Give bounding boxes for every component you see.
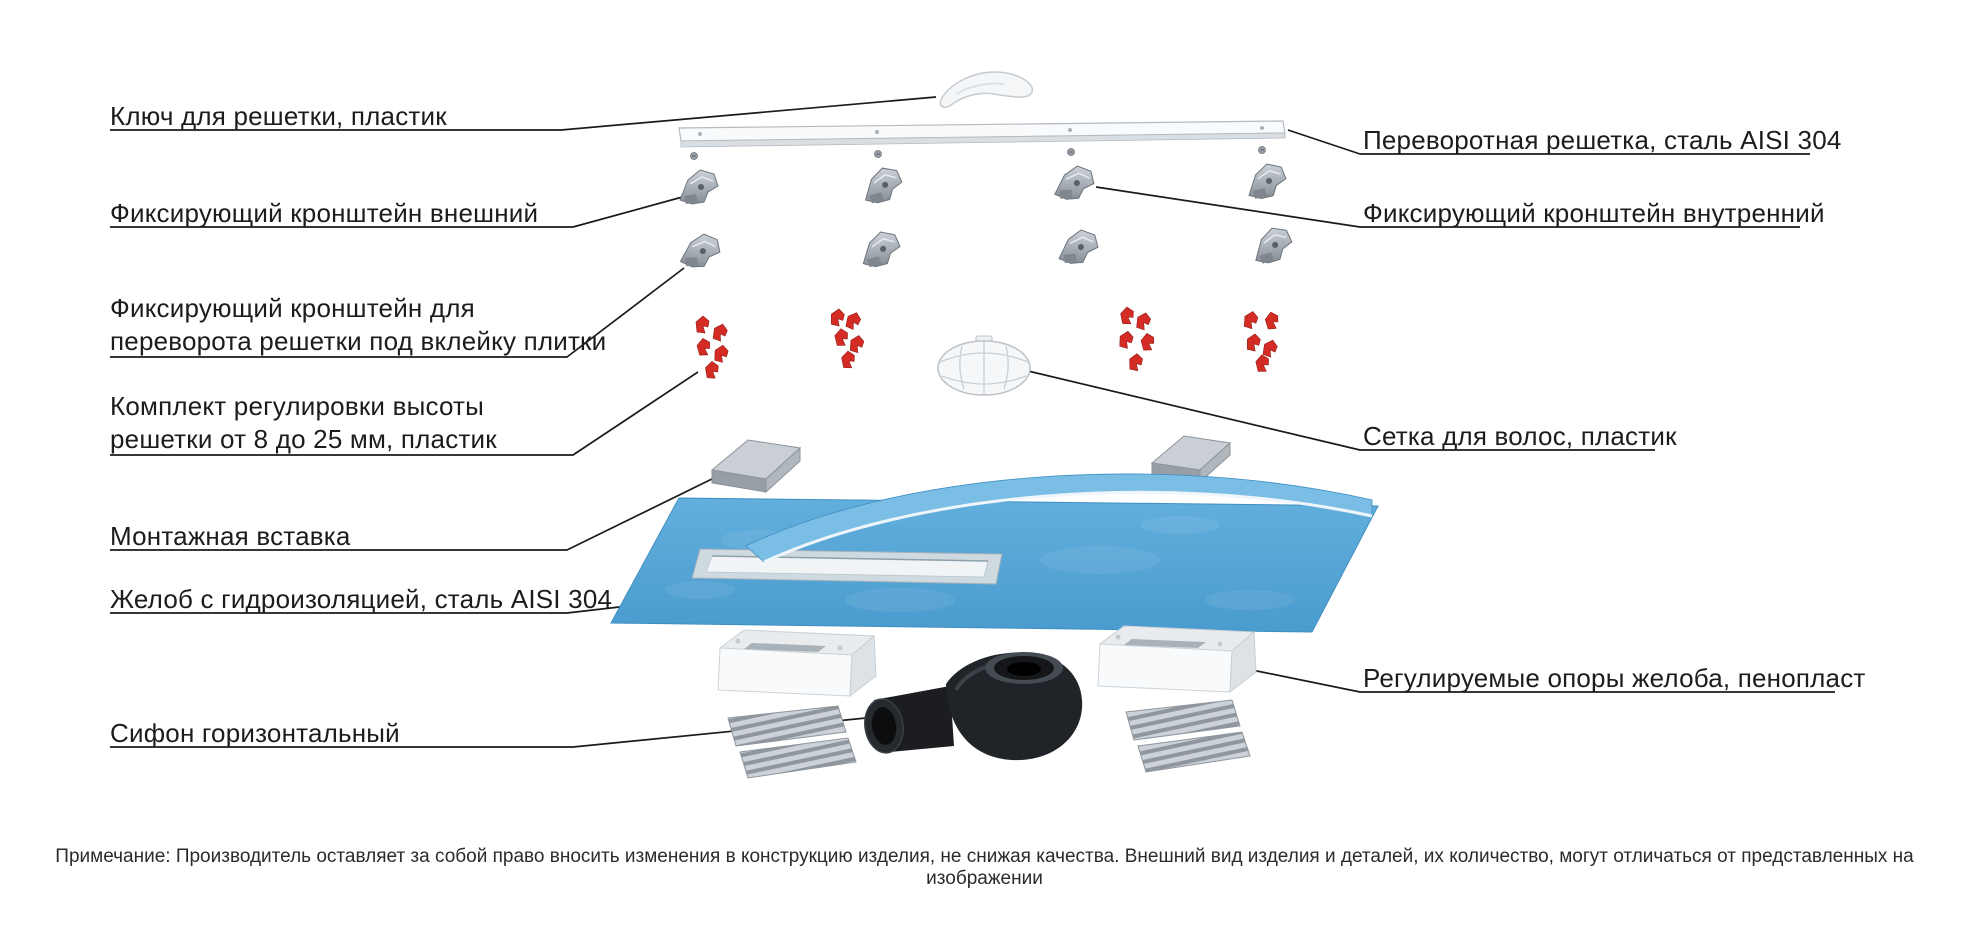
grate-key	[939, 71, 1033, 108]
hair-strainer	[937, 335, 1031, 396]
label-height-kit-line1: Комплект регулировки высоты	[110, 391, 485, 421]
fixing-brackets-bottom-row	[679, 225, 1295, 271]
label-bracket-inner: Фиксирующий кронштейн внутренний	[1363, 198, 1825, 228]
label-siphon: Сифон горизонтальный	[110, 718, 400, 748]
label-bracket-flip: Фиксирующий кронштейн для переворота реш…	[110, 292, 606, 358]
horizontal-siphon	[864, 652, 1083, 761]
foam-support-left	[717, 629, 877, 698]
manufacturer-note: Примечание: Производитель оставляет за с…	[55, 846, 1914, 889]
label-channel: Желоб с гидроизоляцией, сталь AISI 304	[110, 584, 613, 614]
label-hair-strainer: Сетка для волос, пластик	[1363, 421, 1677, 451]
foam-support-right	[1097, 625, 1257, 694]
label-bracket-flip-line1: Фиксирующий кронштейн для	[110, 293, 475, 323]
reversible-grate	[678, 120, 1286, 160]
label-grate-key: Ключ для решетки, пластик	[110, 101, 447, 131]
label-mounting-insert: Монтажная вставка	[110, 521, 351, 551]
label-grate: Переворотная решетка, сталь AISI 304	[1363, 125, 1842, 155]
label-bracket-outer: Фиксирующий кронштейн внешний	[110, 198, 539, 228]
label-height-kit-line2: решетки от 8 до 25 мм, пластик	[110, 424, 497, 454]
foam-wedges-left	[727, 705, 857, 779]
mounting-insert-left	[710, 439, 802, 494]
callout-lines	[110, 96, 1835, 748]
channel-with-waterproofing	[610, 473, 1379, 633]
fixing-brackets-top-row	[679, 162, 1288, 205]
foam-wedges-right	[1125, 699, 1251, 773]
label-bracket-flip-line2: переворота решетки под вклейку плитки	[110, 326, 607, 356]
label-foam-supports: Регулируемые опоры желоба, пенопласт	[1363, 663, 1866, 693]
label-height-kit: Комплект регулировки высоты решетки от 8…	[110, 390, 497, 456]
